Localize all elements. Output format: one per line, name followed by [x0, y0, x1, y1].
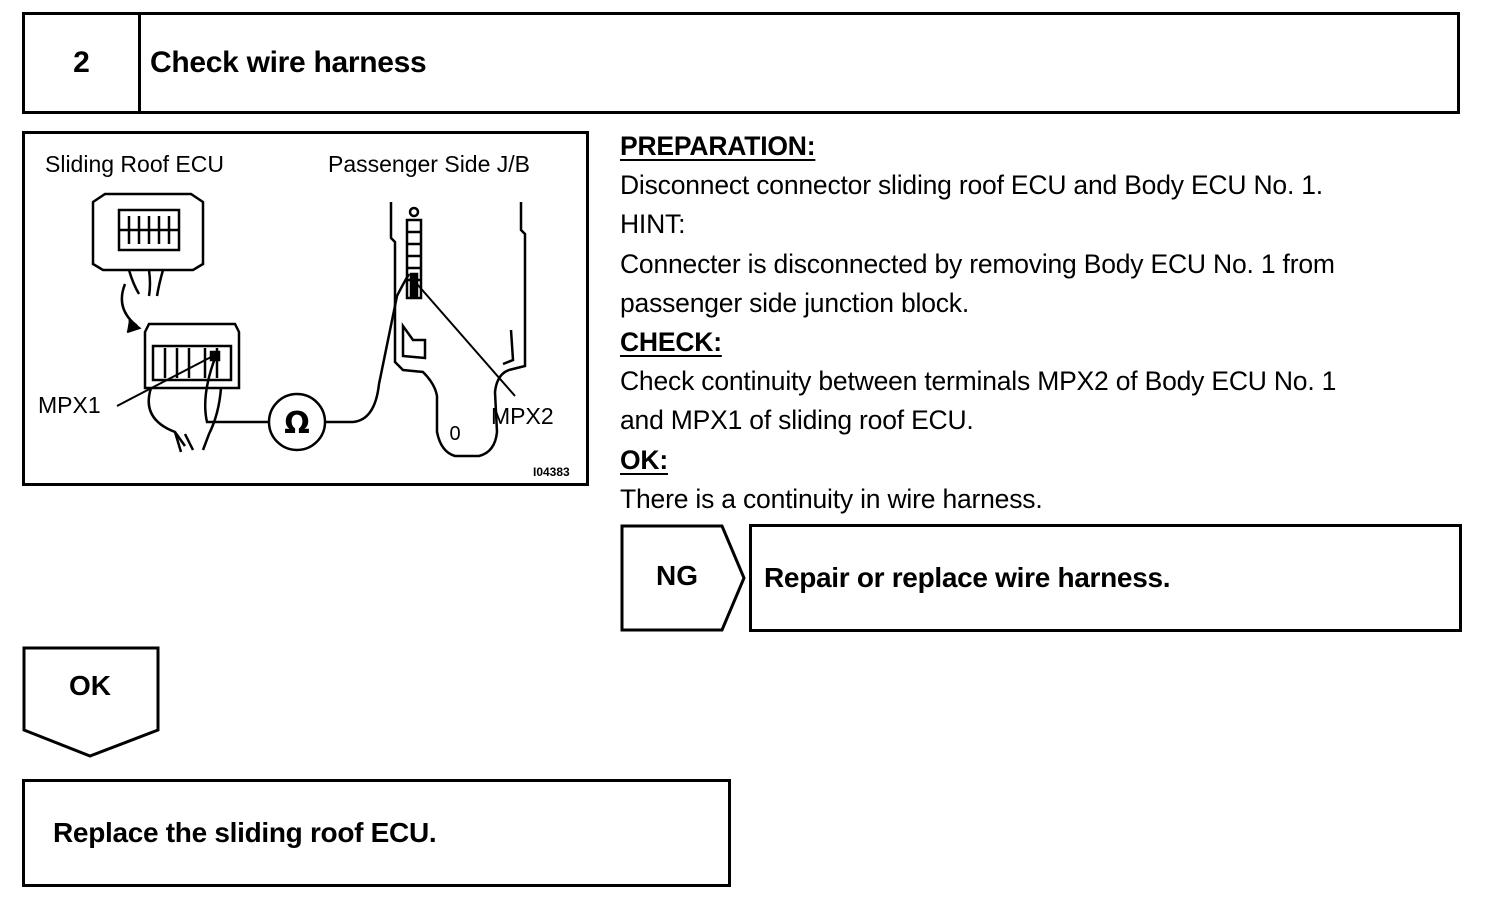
figure-id: I04383	[533, 465, 570, 479]
label-sliding-roof-ecu: Sliding Roof ECU	[45, 151, 224, 177]
check-line-1: Check continuity between terminals MPX2 …	[620, 366, 1337, 397]
zero-mark: 0	[449, 423, 460, 445]
ohmmeter-icon: Ω	[284, 406, 310, 441]
ng-arrow-shape	[620, 524, 746, 632]
hint-line-1: Connecter is disconnected by removing Bo…	[620, 248, 1335, 279]
ok-action-box: Replace the sliding roof ECU.	[22, 779, 731, 887]
ng-label: NG	[656, 560, 698, 591]
preparation-heading: PREPARATION:	[620, 131, 816, 161]
check-line-2: and MPX1 of sliding roof ECU.	[620, 405, 974, 436]
ng-action-text: Repair or replace wire harness.	[764, 562, 1171, 593]
preparation-text: Disconnect connector sliding roof ECU an…	[620, 170, 1323, 201]
label-passenger-side-jb: Passenger Side J/B	[328, 151, 530, 177]
wiring-diagram-illustration: Sliding Roof ECU Passenger Side J/B MPX1…	[38, 151, 570, 479]
step-number: 2	[25, 15, 141, 111]
instructions: PREPARATION: Disconnect connector slidin…	[620, 127, 1480, 519]
step-header: 2 Check wire harness	[22, 12, 1460, 114]
check-heading: CHECK:	[620, 326, 722, 357]
wiring-diagram: Sliding Roof ECU Passenger Side J/B MPX1…	[22, 131, 589, 486]
step-title: Check wire harness	[150, 46, 427, 79]
ok-text: There is a continuity in wire harness.	[620, 483, 1043, 514]
hint-line-2: passenger side junction block.	[620, 287, 970, 318]
ng-action-box: Repair or replace wire harness.	[749, 524, 1462, 632]
hint-heading: HINT:	[620, 209, 686, 240]
label-mpx1: MPX1	[38, 392, 101, 418]
ok-action-text: Replace the sliding roof ECU.	[53, 817, 437, 848]
label-mpx2: MPX2	[491, 403, 554, 429]
ok-arrow-shape	[22, 646, 160, 758]
ok-label: OK	[69, 670, 111, 701]
ok-heading: OK:	[620, 444, 668, 475]
